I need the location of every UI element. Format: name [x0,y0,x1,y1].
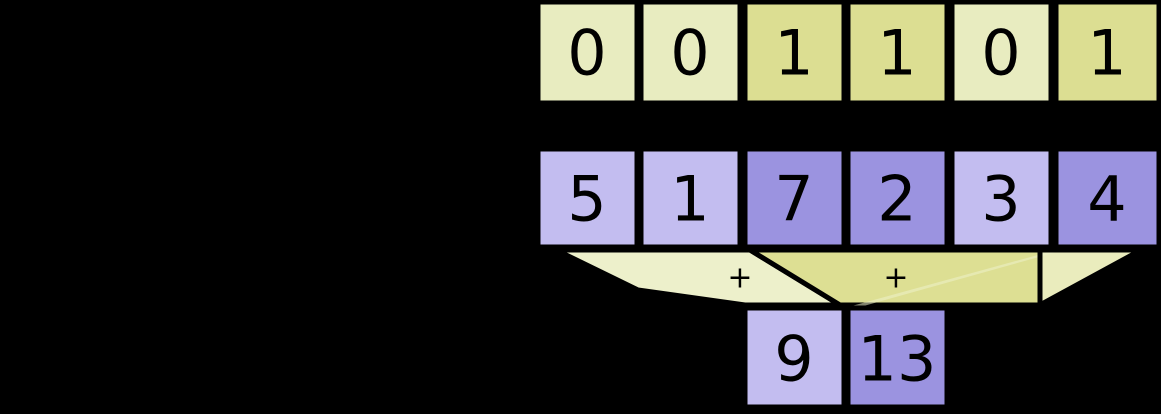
flags-row: 0 0 1 1 0 1 [535,0,1161,106]
values-cell-4-label: 3 [981,163,1020,236]
values-cell-4[interactable]: 3 [949,146,1054,250]
flags-cell-4[interactable]: 0 [949,0,1054,106]
values-cell-2-label: 7 [774,163,813,236]
values-cell-1[interactable]: 1 [638,146,743,250]
funnel-right-inner-wedge [1037,247,1143,310]
results-row: 9 13 [742,305,950,410]
results-cell-1-label: 13 [858,323,937,396]
flags-cell-1[interactable]: 0 [638,0,743,106]
operator-symbols: + + [727,261,908,296]
flags-cell-2-label: 1 [774,17,813,90]
flags-cell-0-label: 0 [567,17,606,90]
values-cell-1-label: 1 [670,163,709,236]
flags-cell-2[interactable]: 1 [742,0,847,106]
flags-cell-5-label: 1 [1087,17,1126,90]
results-cell-0-label: 9 [774,323,813,396]
values-cell-3[interactable]: 2 [845,146,950,250]
reduction-funnels [554,247,1150,310]
values-cell-5[interactable]: 4 [1053,146,1161,250]
values-cell-2[interactable]: 7 [742,146,847,250]
flags-cell-5[interactable]: 1 [1053,0,1161,106]
flags-cell-4-label: 0 [981,17,1020,90]
plus-operator-0: + [727,261,752,296]
values-cell-0-label: 5 [567,163,606,236]
plus-operator-1: + [883,261,908,296]
flags-cell-0[interactable]: 0 [535,0,640,106]
values-cell-3-label: 2 [877,163,916,236]
results-cell-1[interactable]: 13 [845,305,950,410]
funnel-right-highlight [848,250,1064,307]
values-cell-0[interactable]: 5 [535,146,640,250]
results-cell-0[interactable]: 9 [742,305,847,410]
values-row: 5 1 7 2 3 4 [535,146,1161,250]
flags-cell-1-label: 0 [670,17,709,90]
values-cell-5-label: 4 [1087,163,1126,236]
flags-cell-3-label: 1 [877,17,916,90]
flags-cell-3[interactable]: 1 [845,0,950,106]
